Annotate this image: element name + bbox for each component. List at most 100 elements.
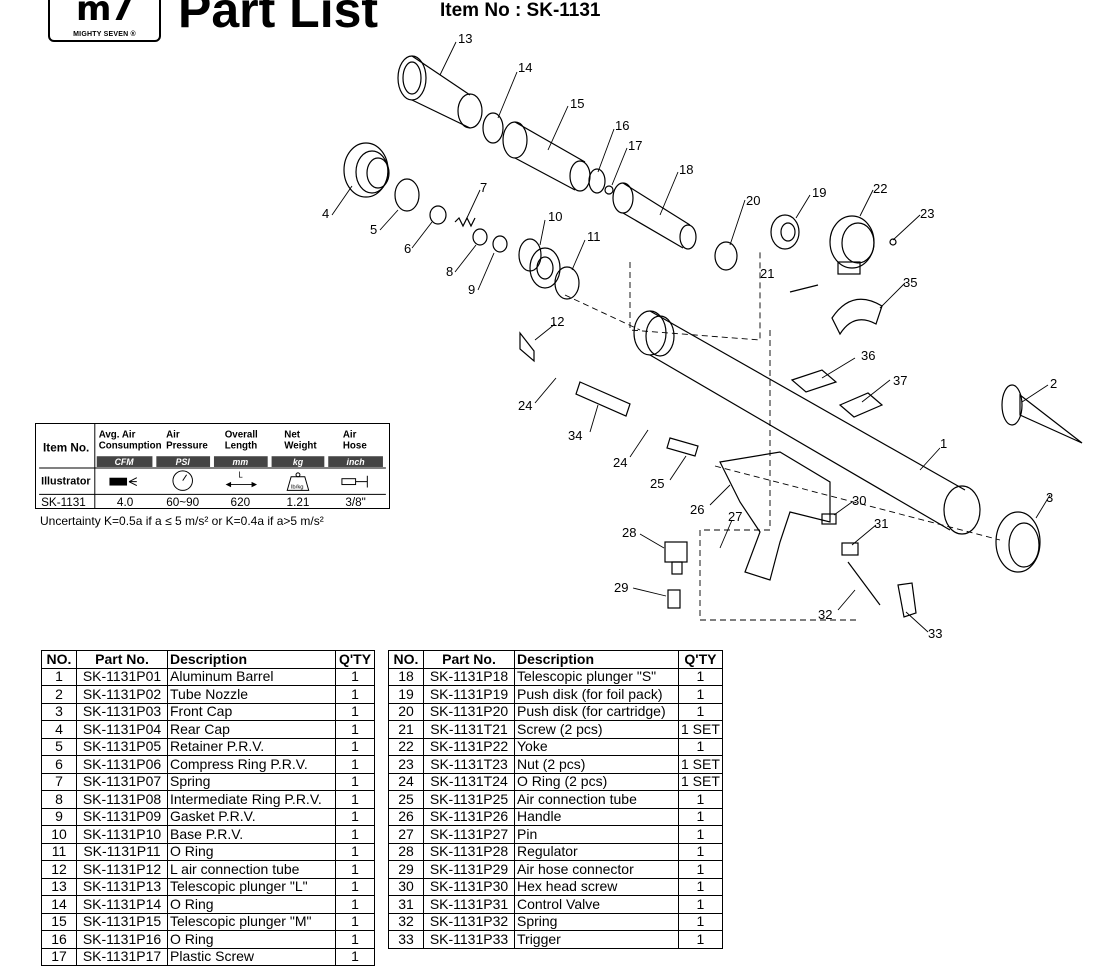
cell-part-no: SK-1131T24: [423, 772, 515, 791]
cell-qty: 1: [678, 702, 723, 721]
part-12-l-tube: [519, 331, 535, 363]
part-5-retainer: [394, 178, 420, 212]
table-header-row: NO. Part No. Description Q'TY: [388, 650, 723, 669]
cell-no: 25: [388, 790, 424, 809]
part-34: [575, 381, 631, 417]
part-4-rear-cap: [343, 142, 390, 198]
callout-13: 13: [458, 31, 472, 46]
callout-14: 14: [518, 60, 532, 75]
cell-description: Aluminum Barrel: [167, 667, 336, 686]
cell-part-no: SK-1131P08: [76, 790, 168, 809]
cell-qty: 1 SET: [678, 755, 723, 774]
callout-11: 11: [587, 229, 601, 244]
cell-qty: 1: [335, 877, 375, 896]
spec-col3-h1: Overall: [225, 430, 258, 441]
cell-description: Telescopic plunger "M": [167, 912, 336, 931]
cell-no: 28: [388, 842, 424, 861]
cell-no: 16: [41, 930, 77, 949]
cell-description: Push disk (for foil pack): [514, 685, 679, 704]
part-26-handle: [719, 451, 831, 581]
part-15-plunger-m: [502, 121, 591, 192]
logo-mark: m7: [75, 0, 134, 29]
cell-no: 13: [41, 877, 77, 896]
cell-description: Spring: [167, 772, 336, 791]
assembly-guides: [564, 250, 1001, 621]
cell-no: 7: [41, 772, 77, 791]
callout-20: 20: [746, 193, 760, 208]
part-22-yoke: [829, 215, 875, 275]
cell-no: 18: [388, 667, 424, 686]
spec-col4-h2: Weight: [284, 440, 317, 451]
length-arrow-icon: L: [225, 471, 258, 488]
cell-qty: 1: [335, 667, 375, 686]
spec-col4-h1: Net: [284, 430, 300, 441]
spec-col5-h2: Hose: [343, 440, 367, 451]
cell-qty: 1: [678, 860, 723, 879]
cell-qty: 1: [335, 912, 375, 931]
col-partno-header: Part No.: [76, 650, 168, 669]
spec-col3-unit: mm: [233, 457, 249, 467]
cell-qty: 1: [678, 667, 723, 686]
part-16-o-ring: [588, 168, 606, 194]
cell-part-no: SK-1131P09: [76, 807, 168, 826]
spec-col2-value: 60~90: [166, 496, 199, 509]
cell-description: Yoke: [514, 737, 679, 756]
cell-qty: 1 SET: [678, 720, 723, 739]
spec-col3-h2: Length: [225, 440, 258, 451]
callout-9: 9: [468, 282, 475, 297]
cell-qty: 1 SET: [678, 772, 723, 791]
cell-description: Air connection tube: [514, 790, 679, 809]
part-23-nuts: [889, 238, 897, 246]
callout-34: 34: [568, 428, 582, 443]
cell-part-no: SK-1131P32: [423, 912, 515, 931]
callout-6: 6: [404, 241, 411, 256]
part-13-plunger-l: [397, 55, 483, 129]
pressure-gauge-icon: [172, 470, 193, 491]
cell-no: 23: [388, 755, 424, 774]
callout-37: 37: [893, 373, 907, 388]
cell-description: Push disk (for cartridge): [514, 702, 679, 721]
spec-col5-unit: inch: [347, 457, 365, 467]
cell-part-no: SK-1131P19: [423, 685, 515, 704]
cell-no: 14: [41, 895, 77, 914]
cell-description: Screw (2 pcs): [514, 720, 679, 739]
air-consumption-icon: [109, 477, 138, 486]
cell-no: 33: [388, 930, 424, 949]
cell-part-no: SK-1131T23: [423, 755, 515, 774]
cell-no: 8: [41, 790, 77, 809]
cell-description: Telescopic plunger "L": [167, 877, 336, 896]
cell-qty: 1: [335, 772, 375, 791]
spec-table: Item No. Illustrator Avg. Air Consumptio…: [35, 423, 390, 509]
callout-22: 22: [873, 181, 887, 196]
brand-logo: m7 MIGHTY SEVEN ®: [48, 0, 161, 42]
callout-27: 27: [728, 509, 742, 524]
spec-col3-value: 620: [231, 496, 251, 509]
cell-qty: 1: [678, 930, 723, 949]
callout-4: 4: [322, 206, 329, 221]
cell-description: O Ring (2 pcs): [514, 772, 679, 791]
cell-part-no: SK-1131P26: [423, 807, 515, 826]
cell-part-no: SK-1131P01: [76, 667, 168, 686]
col-description-header: Description: [167, 650, 336, 669]
part-7-spring: [454, 216, 476, 228]
callout-12: 12: [550, 314, 564, 329]
cell-description: Telescopic plunger "S": [514, 667, 679, 686]
cell-description: Nut (2 pcs): [514, 755, 679, 774]
callout-29: 29: [614, 580, 628, 595]
cell-qty: 1: [335, 720, 375, 739]
cell-description: Gasket P.R.V.: [167, 807, 336, 826]
table-header-row: NO. Part No. Description Q'TY: [41, 650, 375, 669]
spec-col5-value: 3/8": [345, 496, 365, 509]
cell-part-no: SK-1131P14: [76, 895, 168, 914]
cell-part-no: SK-1131P20: [423, 702, 515, 721]
cell-description: Retainer P.R.V.: [167, 737, 336, 756]
part-35: [831, 298, 883, 336]
spec-col4-value: 1.21: [287, 496, 310, 509]
